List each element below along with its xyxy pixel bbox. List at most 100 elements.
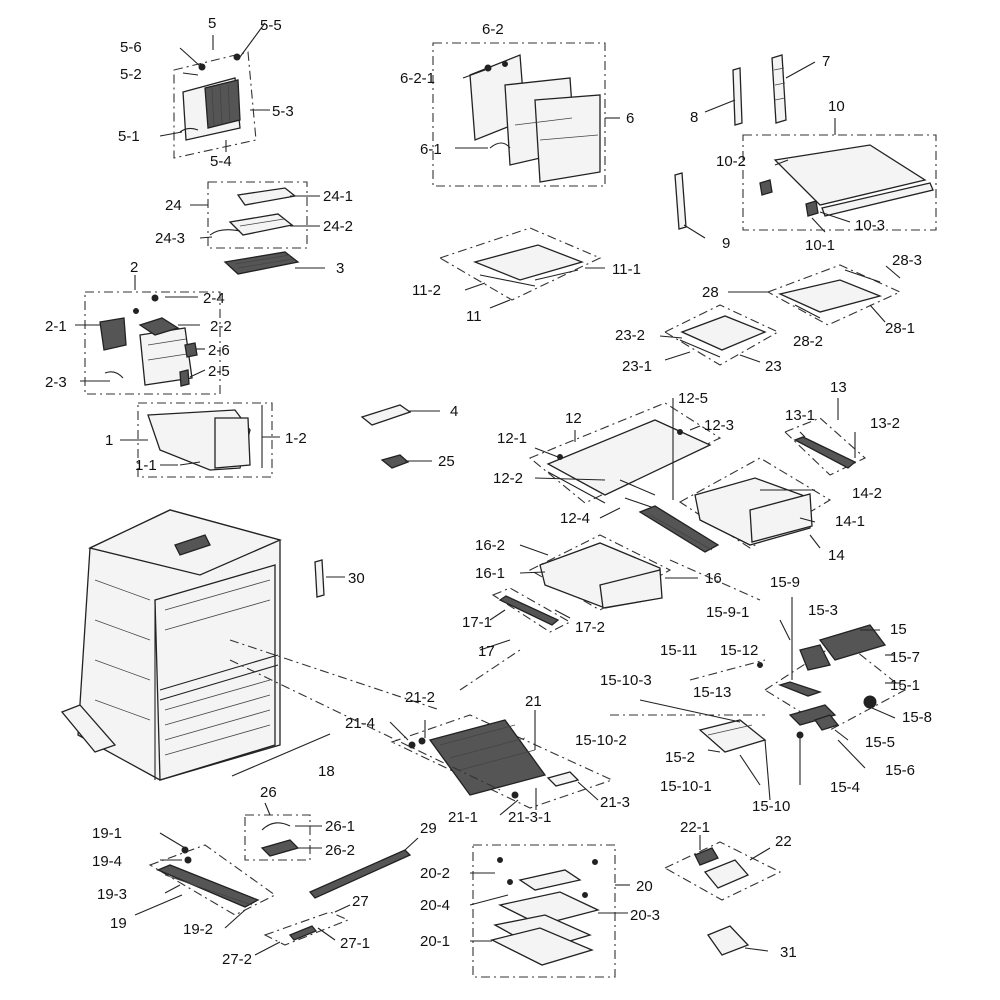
label-19-1: 19-1 — [92, 825, 122, 842]
label-2-3: 2-3 — [45, 374, 67, 391]
label-9: 9 — [722, 235, 730, 252]
label-23: 23 — [765, 358, 782, 375]
label-2: 2 — [130, 259, 138, 276]
label-5-2: 5-2 — [120, 66, 142, 83]
part-group-16 — [519, 505, 720, 611]
label-28-1: 28-1 — [885, 320, 915, 337]
label-2-5: 2-5 — [208, 363, 230, 380]
label-28-3: 28-3 — [892, 252, 922, 269]
label-15-2: 15-2 — [665, 749, 695, 766]
part-group-5 — [159, 22, 270, 159]
part-group-19 — [134, 832, 277, 929]
parts-29-27 — [254, 837, 419, 956]
label-6-2-1: 6-2-1 — [400, 70, 435, 87]
refrigerator-cabinet — [60, 509, 282, 781]
label-8: 8 — [690, 109, 698, 126]
label-1-1: 1-1 — [135, 457, 157, 474]
label-19-2: 19-2 — [183, 921, 213, 938]
label-22: 22 — [775, 833, 792, 850]
label-15-4: 15-4 — [830, 779, 860, 796]
label-6-2: 6-2 — [482, 21, 504, 38]
label-7: 7 — [822, 53, 830, 70]
label-14: 14 — [828, 547, 845, 564]
part-group-21 — [389, 710, 614, 816]
label-10-3: 10-3 — [855, 217, 885, 234]
label-15-10-3: 15-10-3 — [600, 672, 652, 689]
label-2-1: 2-1 — [45, 318, 67, 335]
label-10-2: 10-2 — [716, 153, 746, 170]
label-5-6: 5-6 — [120, 39, 142, 56]
assembly-connection-lines — [229, 559, 766, 791]
part-group-23 — [659, 304, 780, 366]
label-13: 13 — [830, 379, 847, 396]
label-15-11: 15-11 — [660, 642, 697, 659]
label-15-12: 15-12 — [720, 642, 758, 659]
label-3: 3 — [336, 260, 344, 277]
label-24-1: 24-1 — [323, 188, 353, 205]
label-15-13: 15-13 — [693, 684, 731, 701]
label-27-1: 27-1 — [340, 935, 370, 952]
label-11: 11 — [466, 308, 482, 325]
label-28-2: 28-2 — [793, 333, 823, 350]
label-15-5: 15-5 — [865, 734, 895, 751]
label-5: 5 — [208, 15, 216, 32]
label-15-10-2: 15-10-2 — [575, 732, 627, 749]
label-2-4: 2-4 — [203, 290, 225, 307]
label-20: 20 — [636, 878, 653, 895]
label-18: 18 — [318, 763, 335, 780]
part-group-14 — [678, 457, 832, 549]
label-26-1: 26-1 — [325, 818, 355, 835]
label-15-1: 15-1 — [890, 677, 920, 694]
part-group-13 — [784, 398, 866, 476]
label-28: 28 — [702, 284, 719, 301]
label-4: 4 — [450, 403, 458, 420]
part-group-24 — [190, 181, 325, 275]
label-15-10-1: 15-10-1 — [660, 778, 712, 795]
label-11-2: 11-2 — [412, 282, 441, 299]
label-12-4: 12-4 — [560, 510, 590, 527]
label-15: 15 — [890, 621, 907, 638]
label-16-2: 16-2 — [475, 537, 505, 554]
label-21-4: 21-4 — [345, 715, 375, 732]
parts-7-8-9 — [674, 54, 816, 239]
label-17-2: 17-2 — [575, 619, 605, 636]
label-11-1: 11-1 — [612, 261, 641, 278]
label-30: 30 — [348, 570, 365, 587]
label-19-3: 19-3 — [97, 886, 127, 903]
label-26-2: 26-2 — [325, 842, 355, 859]
label-5-1: 5-1 — [118, 128, 140, 145]
label-20-3: 20-3 — [630, 907, 660, 924]
label-20-1: 20-1 — [420, 933, 450, 950]
part-group-1 — [120, 402, 280, 478]
part-group-2 — [75, 275, 221, 395]
label-21-2: 21-2 — [405, 689, 435, 706]
label-27: 27 — [352, 893, 369, 910]
part-group-20 — [469, 844, 630, 978]
label-25: 25 — [438, 453, 455, 470]
label-20-4: 20-4 — [420, 897, 450, 914]
label-21: 21 — [525, 693, 542, 710]
label-5-4: 5-4 — [210, 153, 232, 170]
label-21-3: 21-3 — [600, 794, 630, 811]
label-1: 1 — [105, 432, 113, 449]
label-13-2: 13-2 — [870, 415, 900, 432]
label-20-2: 20-2 — [420, 865, 450, 882]
label-26: 26 — [260, 784, 277, 801]
label-12: 12 — [565, 410, 582, 427]
label-12-5: 12-5 — [678, 390, 708, 407]
label-14-1: 14-1 — [835, 513, 865, 530]
label-23-1: 23-1 — [622, 358, 652, 375]
label-14-2: 14-2 — [852, 485, 882, 502]
label-5-3: 5-3 — [272, 103, 294, 120]
part-labels: 5 5-5 5-6 5-2 5-3 5-1 5-4 6-2 6-2-1 6 6-… — [45, 15, 932, 968]
part-group-22 — [663, 835, 782, 956]
label-16: 16 — [705, 570, 722, 587]
label-2-6: 2-6 — [208, 342, 230, 359]
label-21-3-1: 21-3-1 — [508, 809, 551, 826]
part-30 — [314, 559, 345, 598]
label-5-5: 5-5 — [260, 17, 282, 34]
label-15-8: 15-8 — [902, 709, 932, 726]
label-15-10: 15-10 — [752, 798, 790, 815]
label-13-1: 13-1 — [785, 407, 815, 424]
